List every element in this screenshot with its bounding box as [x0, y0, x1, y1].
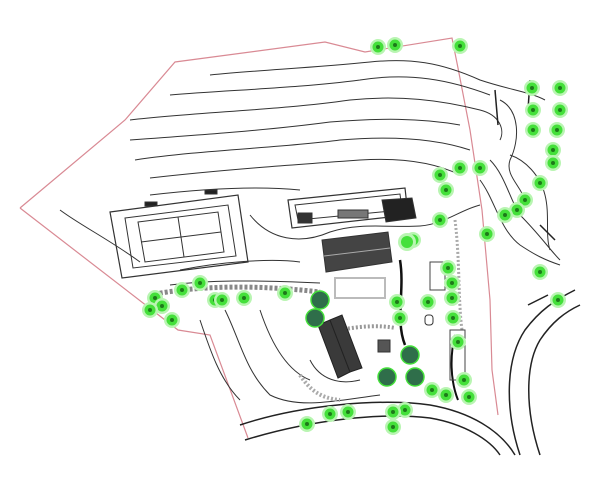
pool [334, 277, 386, 299]
tree-large-icon [305, 308, 325, 328]
tree-large-icon [400, 345, 420, 365]
tree-large-icon [310, 290, 330, 310]
property-boundary [19, 37, 499, 416]
residential-blocks [317, 261, 466, 381]
tennis-court [109, 189, 249, 279]
tree-large-icon [377, 367, 397, 387]
tree-icon [401, 236, 413, 248]
trees [142, 37, 568, 435]
tree-large-icon [405, 367, 425, 387]
contour-lines [59, 60, 561, 404]
main-building [287, 187, 434, 353]
